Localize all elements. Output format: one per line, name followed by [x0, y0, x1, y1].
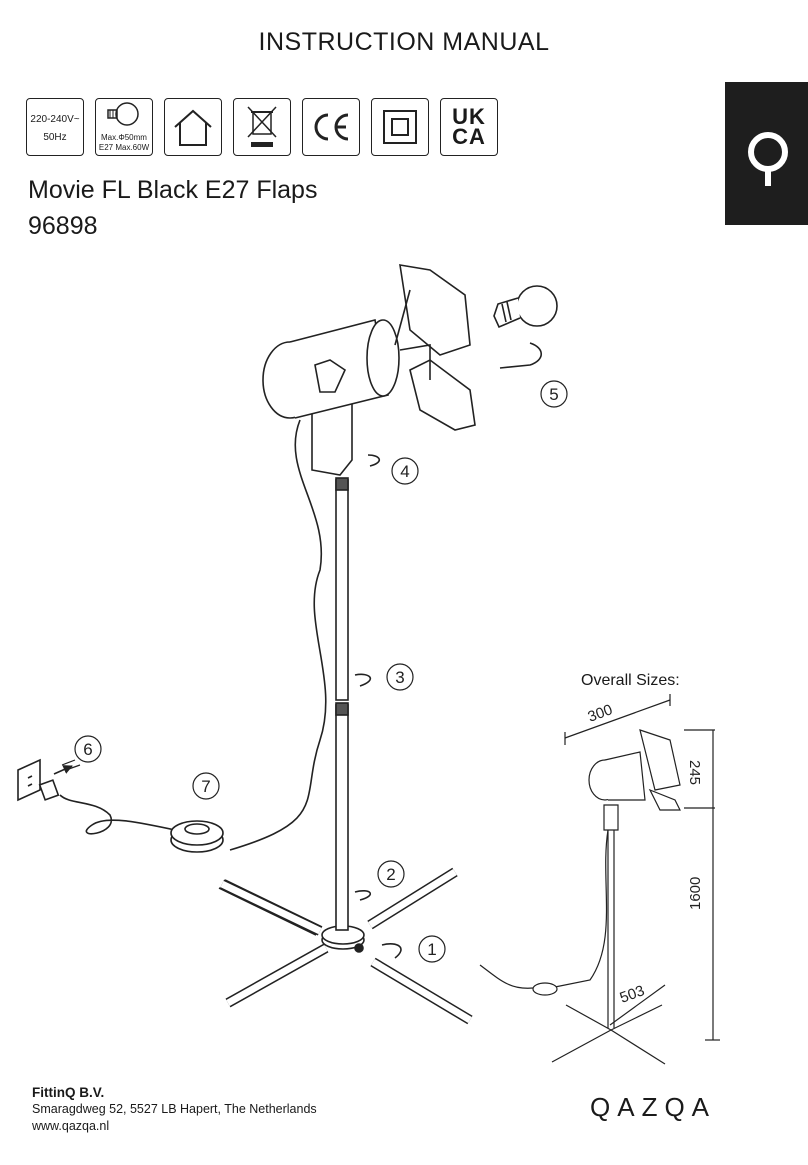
- step-7-label: 7: [201, 777, 210, 796]
- footer-contact: FittinQ B.V. Smaragdweg 52, 5527 LB Hape…: [32, 1084, 317, 1135]
- product-code: 96898: [28, 212, 98, 240]
- pole-sections: [335, 477, 349, 931]
- light-bulb: [493, 285, 558, 329]
- power-cable: [229, 419, 327, 851]
- bulb-max-wattage: E27 Max.60W: [98, 143, 150, 152]
- ce-mark-icon: [302, 98, 360, 156]
- overall-size-diagram: [479, 694, 720, 1065]
- wall-socket: [17, 758, 81, 802]
- class-ii-insulation-icon: [371, 98, 429, 156]
- weee-bin-icon: [233, 98, 291, 156]
- voltage-value: 220-240V~: [30, 114, 80, 125]
- company-name: FittinQ B.V.: [32, 1085, 105, 1100]
- frequency-value: 50Hz: [43, 132, 67, 143]
- step-6-label: 6: [83, 740, 92, 759]
- ukca-line1: UK: [452, 104, 486, 129]
- product-name: Movie FL Black E27 Flaps: [28, 176, 318, 204]
- spotlight-head: [262, 264, 476, 476]
- dimension-base: 503: [618, 982, 647, 1007]
- qazqa-q-logo-icon: [748, 132, 788, 186]
- floor-switch: [170, 820, 224, 853]
- overall-sizes-label: Overall Sizes:: [581, 672, 680, 689]
- step-3-label: 3: [395, 668, 404, 687]
- ukca-line2: CA: [452, 124, 486, 149]
- step-1-label: 1: [427, 940, 436, 959]
- bulb-icon: Max.Φ50mm E27 Max.60W: [95, 98, 153, 156]
- bulb-diameter: Max.Φ50mm: [101, 133, 147, 142]
- company-website[interactable]: www.qazqa.nl: [32, 1119, 110, 1133]
- voltage-icon: 220-240V~ 50Hz: [26, 98, 84, 156]
- tripod-base: [218, 867, 473, 1025]
- step-4-label: 4: [400, 462, 409, 481]
- product-info: Movie FL Black E27 Flaps 96898: [28, 172, 317, 244]
- company-address: Smaragdweg 52, 5527 LB Hapert, The Nethe…: [32, 1102, 317, 1116]
- brand-tab: [725, 82, 808, 225]
- dimension-depth: 245: [686, 760, 703, 785]
- step-5-label: 5: [549, 385, 558, 404]
- qazqa-wordmark: QAZQA: [590, 1092, 717, 1122]
- indoor-use-icon: [164, 98, 222, 156]
- step-2-label: 2: [386, 865, 395, 884]
- manual-title: INSTRUCTION MANUAL: [258, 28, 550, 56]
- dimension-height: 1600: [687, 877, 704, 910]
